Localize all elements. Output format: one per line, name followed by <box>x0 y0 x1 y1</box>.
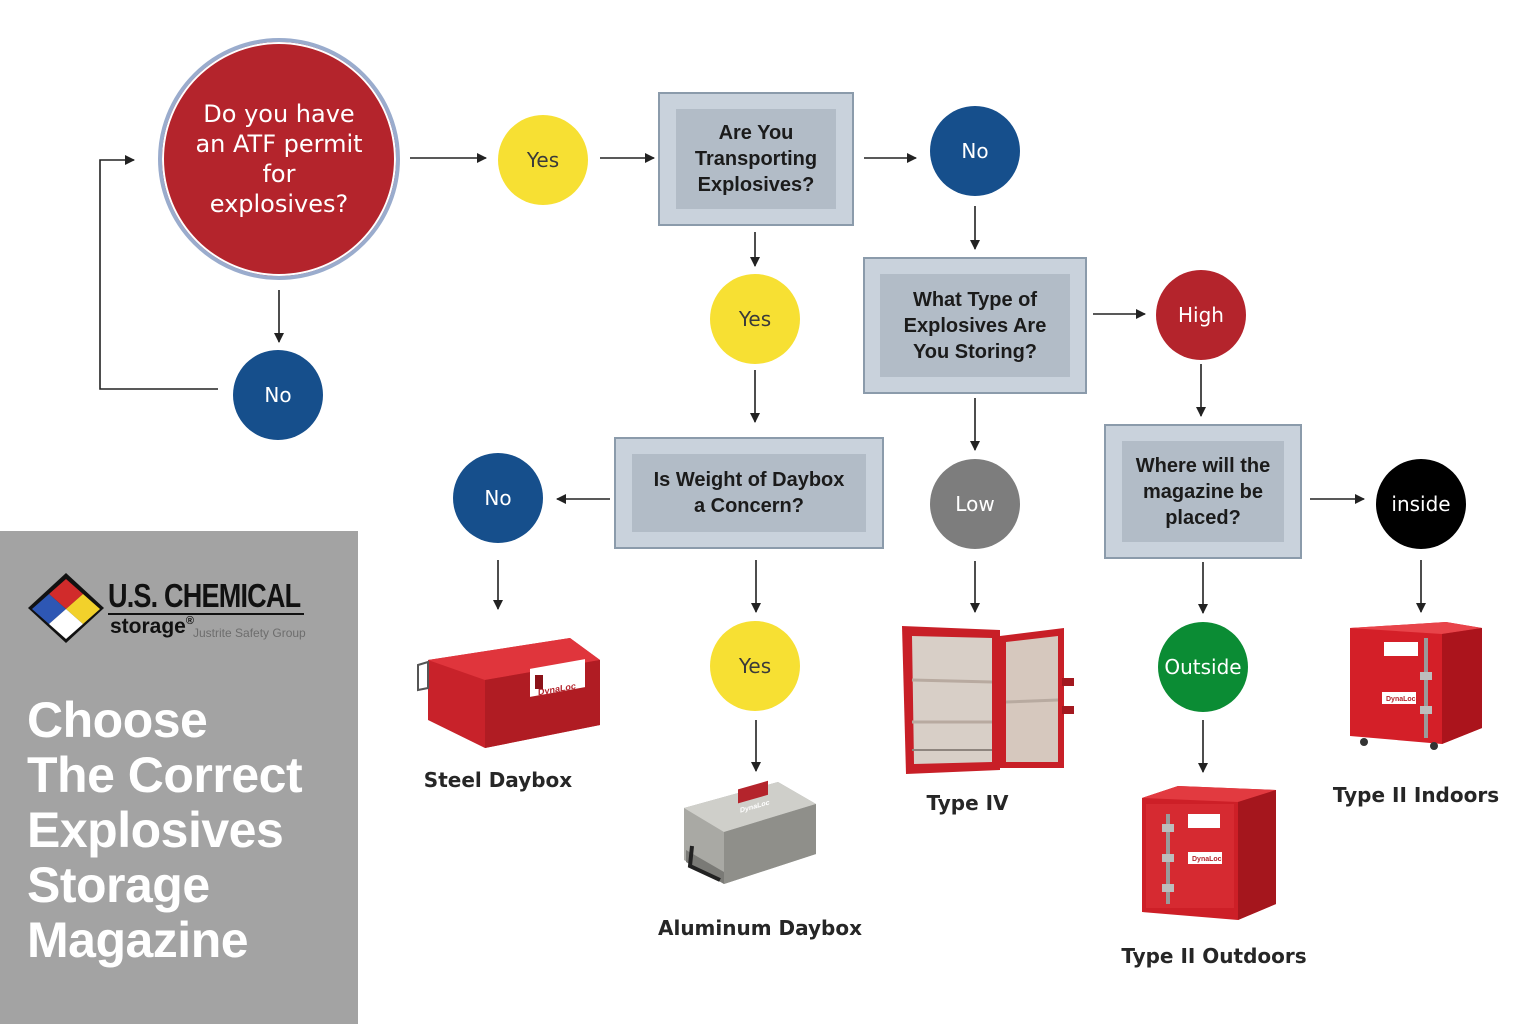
type-high-label: High <box>1178 303 1224 327</box>
logo-company-name: U.S. CHEMICAL <box>108 577 301 614</box>
explosive-type-question-text: What Type of Explosives Are You Storing? <box>880 274 1070 377</box>
weight-yes-node: Yes <box>710 621 800 711</box>
nfpa-diamond-logo-icon <box>28 573 104 643</box>
transport-no-node: No <box>930 106 1020 196</box>
transport-yes-node: Yes <box>710 274 800 364</box>
sidebar-title: Choose The Correct Explosives Storage Ma… <box>27 692 303 968</box>
place-inside-node: inside <box>1376 459 1466 549</box>
permit-yes-node: Yes <box>498 115 588 205</box>
arrow-no-loop-back <box>99 155 218 390</box>
type-iv-label: Type IV <box>926 791 1009 815</box>
weight-no-node: No <box>453 453 543 543</box>
type-ii-outdoors-dynaloc-badge: DynaLoc <box>1192 856 1222 863</box>
steel-daybox-image: DynaLoc <box>417 621 600 748</box>
type-low-node: Low <box>930 459 1020 549</box>
type-high-node: High <box>1156 270 1246 360</box>
type-ii-indoors-image: DynaLoc <box>1350 622 1482 750</box>
placement-question-box: Where will the magazine be placed? <box>1104 424 1302 559</box>
placement-question-text: Where will the magazine be placed? <box>1122 441 1284 542</box>
type-ii-outdoors-image: DynaLoc <box>1142 786 1276 920</box>
logo-registered-mark: ® <box>185 615 194 627</box>
weight-question-text: Is Weight of Daybox a Concern? <box>632 454 866 532</box>
type-ii-indoors-label: Type II Indoors <box>1332 783 1500 807</box>
transport-no-label: No <box>961 139 989 163</box>
logo-underline <box>108 613 304 615</box>
logo-storage-text: storage® <box>110 615 194 639</box>
logo-tagline: Justrite Safety Group <box>193 626 306 640</box>
weight-question-box: Is Weight of Daybox a Concern? <box>614 437 884 549</box>
place-outside-node: Outside <box>1158 622 1248 712</box>
aluminum-daybox-label: Aluminum Daybox <box>657 916 863 940</box>
permit-no-label: No <box>264 383 292 407</box>
type-iv-image <box>902 626 1074 774</box>
place-outside-label: Outside <box>1164 655 1242 679</box>
place-inside-label: inside <box>1391 492 1451 516</box>
type-ii-outdoors-label: Type II Outdoors <box>1121 944 1307 968</box>
permit-yes-label: Yes <box>526 148 560 172</box>
permit-no-node: No <box>233 350 323 440</box>
sidebar-panel: U.S. CHEMICAL storage® Justrite Safety G… <box>0 531 358 1024</box>
type-ii-indoors-dynaloc-badge: DynaLoc <box>1386 696 1416 703</box>
transport-yes-label: Yes <box>738 307 772 331</box>
weight-yes-label: Yes <box>738 654 772 678</box>
transporting-question-box: Are You Transporting Explosives? <box>658 92 854 226</box>
logo-storage-word: storage <box>110 615 186 638</box>
transporting-question-text: Are You Transporting Explosives? <box>676 109 836 209</box>
aluminum-daybox-image: DynaLoc <box>684 780 816 884</box>
explosive-type-question-box: What Type of Explosives Are You Storing? <box>863 257 1087 394</box>
weight-no-label: No <box>484 486 512 510</box>
atf-permit-question-text: Do you have an ATF permit for explosives… <box>195 100 363 218</box>
atf-permit-question-node: Do you have an ATF permit for explosives… <box>158 38 400 280</box>
type-low-label: Low <box>955 492 995 516</box>
steel-daybox-label: Steel Daybox <box>423 768 573 792</box>
